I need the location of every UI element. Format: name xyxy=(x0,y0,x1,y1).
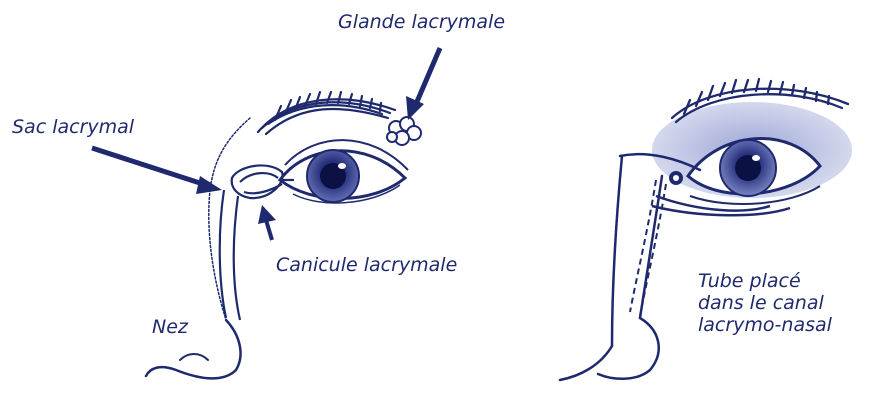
label-tube-place: Tube placé dans le canal lacrymo-nasal xyxy=(698,270,868,336)
left-eye-illustration xyxy=(92,48,440,378)
label-tube-line-2: dans le canal xyxy=(698,292,868,314)
label-tube-line-1: Tube placé xyxy=(698,270,868,292)
label-tube-line-3: lacrymo-nasal xyxy=(698,314,868,336)
left-eyebrow xyxy=(258,92,395,134)
tube-loops xyxy=(652,196,790,215)
arrow-canicule xyxy=(258,205,276,240)
arrow-sac xyxy=(92,148,222,194)
left-eye xyxy=(280,140,408,203)
lacrimal-gland xyxy=(387,117,421,145)
inserted-tube xyxy=(630,180,666,316)
label-nez: Nez xyxy=(152,316,188,338)
right-nose xyxy=(560,154,700,380)
label-canicule-lacrymale: Canicule lacrymale xyxy=(276,254,457,276)
label-glande-lacrymale: Glande lacrymale xyxy=(338,11,505,33)
label-sac-lacrymal: Sac lacrymal xyxy=(12,116,134,138)
arrow-gland xyxy=(406,48,440,120)
nasolacrimal-duct xyxy=(220,190,240,320)
